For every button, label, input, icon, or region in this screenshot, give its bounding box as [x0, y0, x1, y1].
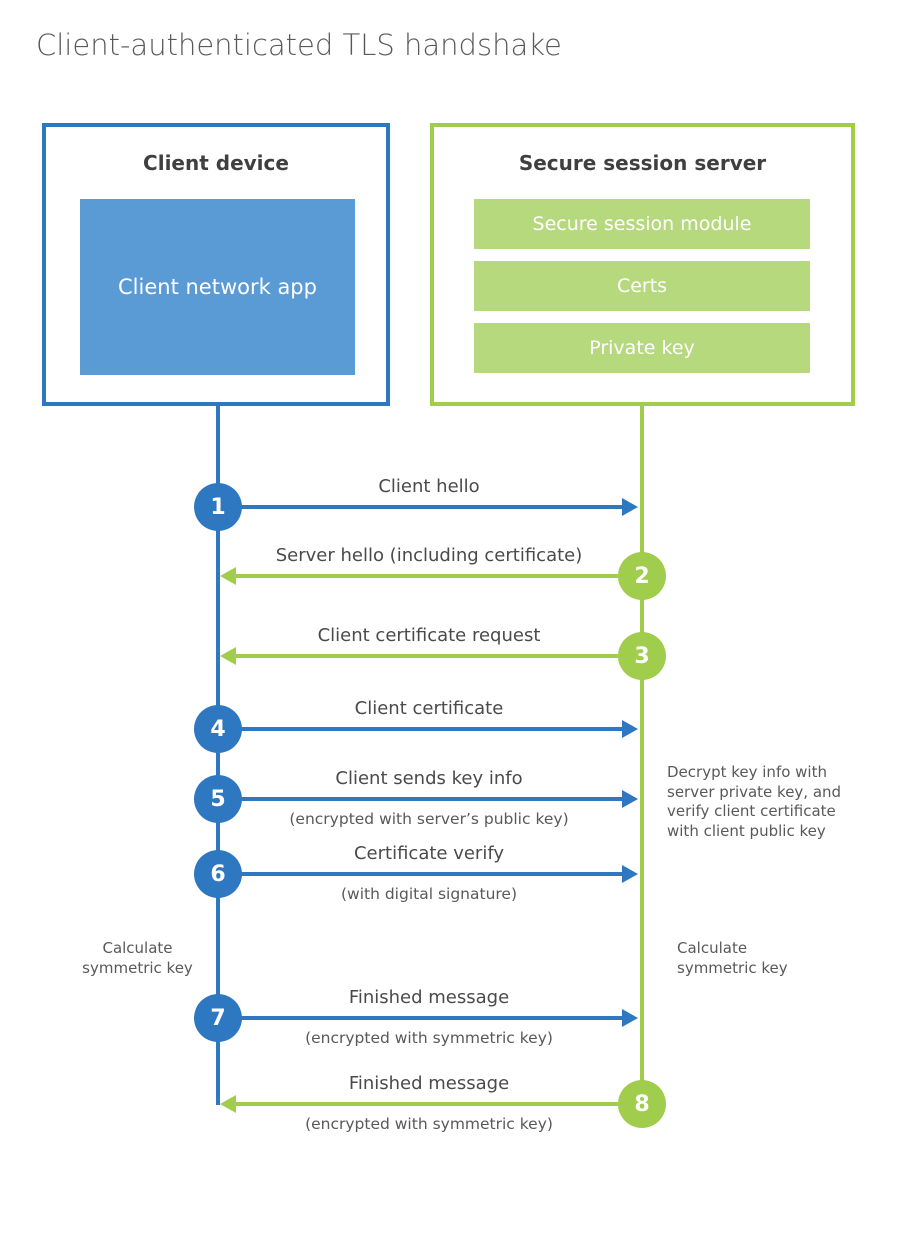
secure-session-server-title: Secure session server	[518, 151, 767, 175]
step-5-label: Client sends key info	[335, 768, 523, 789]
step-7-arrowhead-icon	[622, 1009, 638, 1027]
step-7-arrow	[240, 1016, 622, 1020]
step-8-number-badge: 8	[618, 1080, 666, 1128]
step-8-arrowhead-icon	[220, 1095, 236, 1113]
step-2-arrowhead-icon	[220, 567, 236, 585]
step-4-label: Client certificate	[354, 698, 504, 719]
step-3-number-badge: 3	[618, 632, 666, 680]
client-lifeline	[216, 406, 220, 1105]
server-module-secure-session: Secure session module	[474, 199, 810, 249]
step-4-number-badge: 4	[194, 705, 242, 753]
client-device-title: Client device	[143, 151, 289, 175]
secure-session-server-box: Secure session server Secure session mod…	[430, 123, 855, 406]
server-module-certs: Certs	[474, 261, 810, 311]
step-3-label: Client certificate request	[317, 625, 541, 646]
step-6-arrow	[240, 872, 622, 876]
page-title: Client-authenticated TLS handshake	[36, 28, 562, 62]
step-2-label: Server hello (including certificate)	[275, 545, 583, 566]
step-5-sublabel: (encrypted with server’s public key)	[289, 810, 569, 828]
step-4-arrow	[240, 727, 622, 731]
step-2-arrow	[236, 574, 618, 578]
step-1-label: Client hello	[378, 476, 480, 497]
step-4-arrowhead-icon	[622, 720, 638, 738]
server-calculate-key-note: Calculate symmetric key	[677, 939, 788, 977]
client-network-app-module: Client network app	[80, 199, 355, 375]
step-5-arrow	[240, 797, 622, 801]
step-1-arrow	[240, 505, 622, 509]
server-lifeline	[640, 406, 644, 1127]
step-5-number-badge: 5	[194, 775, 242, 823]
step-1-arrowhead-icon	[622, 498, 638, 516]
step-7-number-badge: 7	[194, 994, 242, 1042]
step-8-sublabel: (encrypted with symmetric key)	[305, 1115, 553, 1133]
step-5-arrowhead-icon	[622, 790, 638, 808]
server-decrypt-note: Decrypt key info with server private key…	[667, 763, 842, 840]
step-2-number-badge: 2	[618, 552, 666, 600]
step-3-arrowhead-icon	[220, 647, 236, 665]
step-6-arrowhead-icon	[622, 865, 638, 883]
step-6-label: Certificate verify	[353, 843, 505, 864]
server-module-private-key: Private key	[474, 323, 810, 373]
client-calculate-key-note: Calculate symmetric key	[82, 939, 193, 977]
step-8-arrow	[236, 1102, 618, 1106]
step-6-number-badge: 6	[194, 850, 242, 898]
step-8-label: Finished message	[348, 1073, 510, 1094]
step-6-sublabel: (with digital signature)	[340, 885, 518, 903]
step-3-arrow	[236, 654, 618, 658]
step-7-sublabel: (encrypted with symmetric key)	[305, 1029, 553, 1047]
step-7-label: Finished message	[348, 987, 510, 1008]
client-device-box: Client device Client network app	[42, 123, 390, 406]
step-1-number-badge: 1	[194, 483, 242, 531]
